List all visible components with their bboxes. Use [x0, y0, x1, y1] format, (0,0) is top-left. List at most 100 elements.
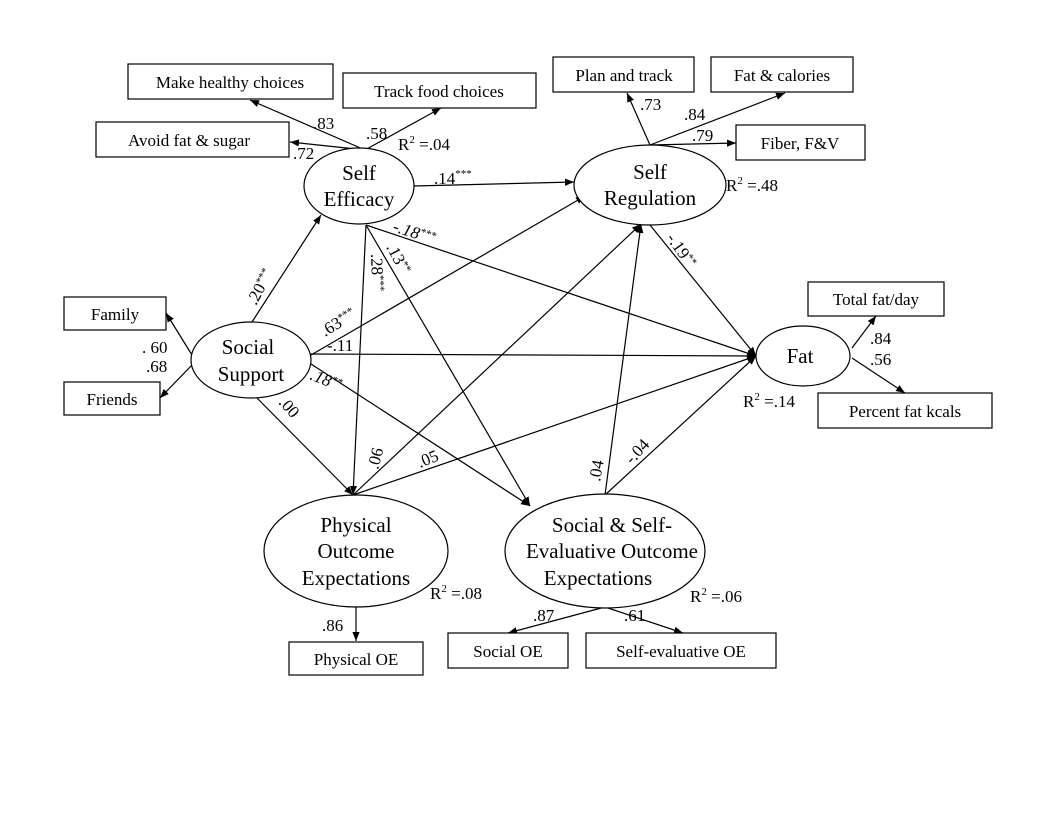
coef-poe-sr: .06	[364, 446, 388, 471]
node-label: Social	[222, 335, 275, 359]
box-label: Make healthy choices	[156, 73, 304, 92]
loading-label: .72	[293, 144, 314, 163]
load-fiber	[649, 139, 737, 147]
node-label: Fat	[787, 344, 814, 368]
loading-label: .84	[870, 329, 892, 348]
coef-ss-sr: .63***	[317, 304, 359, 340]
node-label: Evaluative Outcome	[526, 539, 698, 563]
node-label: Efficacy	[324, 187, 395, 211]
indicator-percent-fat: Percent fat kcals	[817, 392, 993, 429]
indicator-plan-track: Plan and track	[552, 56, 695, 93]
path-ss-poe	[254, 395, 354, 496]
node-label: Expectations	[544, 566, 652, 590]
box-label: Plan and track	[575, 66, 673, 85]
indicator-family: Family	[63, 296, 167, 331]
loading-label: .56	[870, 350, 891, 369]
r2-self-efficacy: R2 =.04	[398, 134, 450, 154]
coef-ssoe-sr: .04	[585, 458, 607, 483]
node-label: Outcome	[318, 539, 395, 563]
indicator-total-fat: Total fat/day	[807, 281, 945, 317]
coef-poe-fat: .05	[414, 446, 441, 472]
node-label: Support	[218, 362, 285, 386]
r2-fat: R2 =.14	[743, 391, 795, 411]
path-ss-sr	[310, 195, 586, 356]
box-label: Physical OE	[314, 650, 399, 669]
path-sr-fat	[649, 224, 757, 357]
load-track-food	[364, 107, 442, 151]
indicator-friends: Friends	[63, 381, 161, 416]
box-label: Avoid fat & sugar	[128, 131, 250, 150]
box-label: Percent fat kcals	[849, 402, 961, 421]
r-squared-labels: R2 =.04 R2 =.48 R2 =.14 R2 =.08 R2 =.06	[398, 134, 795, 606]
load-percent-fat	[851, 357, 906, 394]
path-ss-se	[251, 214, 322, 323]
latent-physical-oe: Physical Outcome Expectations	[263, 494, 449, 608]
indicator-make-healthy: Make healthy choices	[127, 63, 334, 100]
measurement-paths	[159, 92, 906, 641]
load-fat-calories	[649, 92, 786, 146]
loading-label: .61	[624, 606, 645, 625]
path-se-sr	[413, 178, 575, 187]
box-label: Social OE	[473, 642, 542, 661]
box-label: Track food choices	[374, 82, 504, 101]
path-se-poe	[349, 224, 367, 496]
loading-label: .68	[146, 357, 167, 376]
box-label: Friends	[87, 390, 138, 409]
coef-se-poe: .28***	[367, 253, 387, 291]
path-se-ssoe	[365, 224, 531, 507]
coef-ss-poe: .00	[275, 393, 303, 422]
box-label: Fat & calories	[734, 66, 830, 85]
latent-self-efficacy: Self Efficacy	[303, 147, 415, 225]
load-self-eval-oe	[604, 606, 684, 634]
latent-fat: Fat	[755, 325, 851, 387]
loading-label: .79	[692, 126, 713, 145]
node-label: Expectations	[302, 566, 410, 590]
path-ssoe-fat	[604, 355, 757, 496]
loading-label: .73	[640, 95, 661, 114]
load-social-oe	[507, 606, 606, 635]
coef-ss-ssoe: .18**	[308, 365, 345, 395]
indicator-social-oe: Social OE	[447, 632, 569, 669]
latent-social-self-oe: Social & Self- Evaluative Outcome Expect…	[504, 493, 706, 609]
node-label: Social & Self-	[552, 513, 672, 537]
loading-label: .86	[322, 616, 343, 635]
node-label: Self	[342, 161, 376, 185]
box-label: Fiber, F&V	[761, 134, 840, 153]
load-total-fat	[851, 315, 877, 349]
load-plan-track	[626, 92, 651, 146]
loading-label: .87	[533, 606, 555, 625]
indicator-fat-calories: Fat & calories	[710, 56, 854, 93]
latent-social-support: Social Support	[190, 321, 312, 399]
coef-se-sr: .14***	[434, 168, 472, 188]
loading-labels: .83 .58 .72 .73 .84 .79 . 60 .68 .84 .56…	[142, 95, 892, 635]
indicator-avoid-fat: Avoid fat & sugar	[95, 121, 290, 158]
loading-label: . 60	[142, 338, 168, 357]
load-friends	[159, 364, 193, 399]
loading-label: .58	[366, 124, 387, 143]
loading-label: .83	[313, 114, 334, 133]
path-se-fat	[365, 224, 757, 357]
coef-ss-fat: -.11	[327, 336, 353, 355]
box-label: Total fat/day	[833, 290, 920, 309]
indicator-fiber: Fiber, F&V	[735, 124, 866, 161]
path-ss-fat	[310, 352, 757, 360]
path-poe-fat	[352, 355, 757, 496]
indicator-self-eval-oe: Self-evaluative OE	[585, 632, 777, 669]
coef-ssoe-fat: -.04	[621, 435, 654, 468]
coef-ss-se: .20***	[243, 266, 277, 308]
load-make-healthy	[249, 99, 366, 151]
loading-label: .84	[684, 105, 706, 124]
box-label: Family	[91, 305, 140, 324]
path-poe-sr	[352, 223, 642, 496]
node-label: Regulation	[604, 186, 697, 210]
coef-sr-fat: -.19**	[663, 229, 700, 271]
indicator-track-food: Track food choices	[342, 72, 537, 109]
r2-physical-oe: R2 =.08	[430, 583, 482, 603]
r2-social-self-oe: R2 =.06	[690, 586, 742, 606]
r2-self-regulation: R2 =.48	[726, 175, 778, 195]
latent-self-regulation: Self Regulation	[573, 144, 727, 226]
node-label: Self	[633, 160, 667, 184]
box-label: Self-evaluative OE	[616, 642, 746, 661]
path-ssoe-sr	[604, 223, 644, 496]
